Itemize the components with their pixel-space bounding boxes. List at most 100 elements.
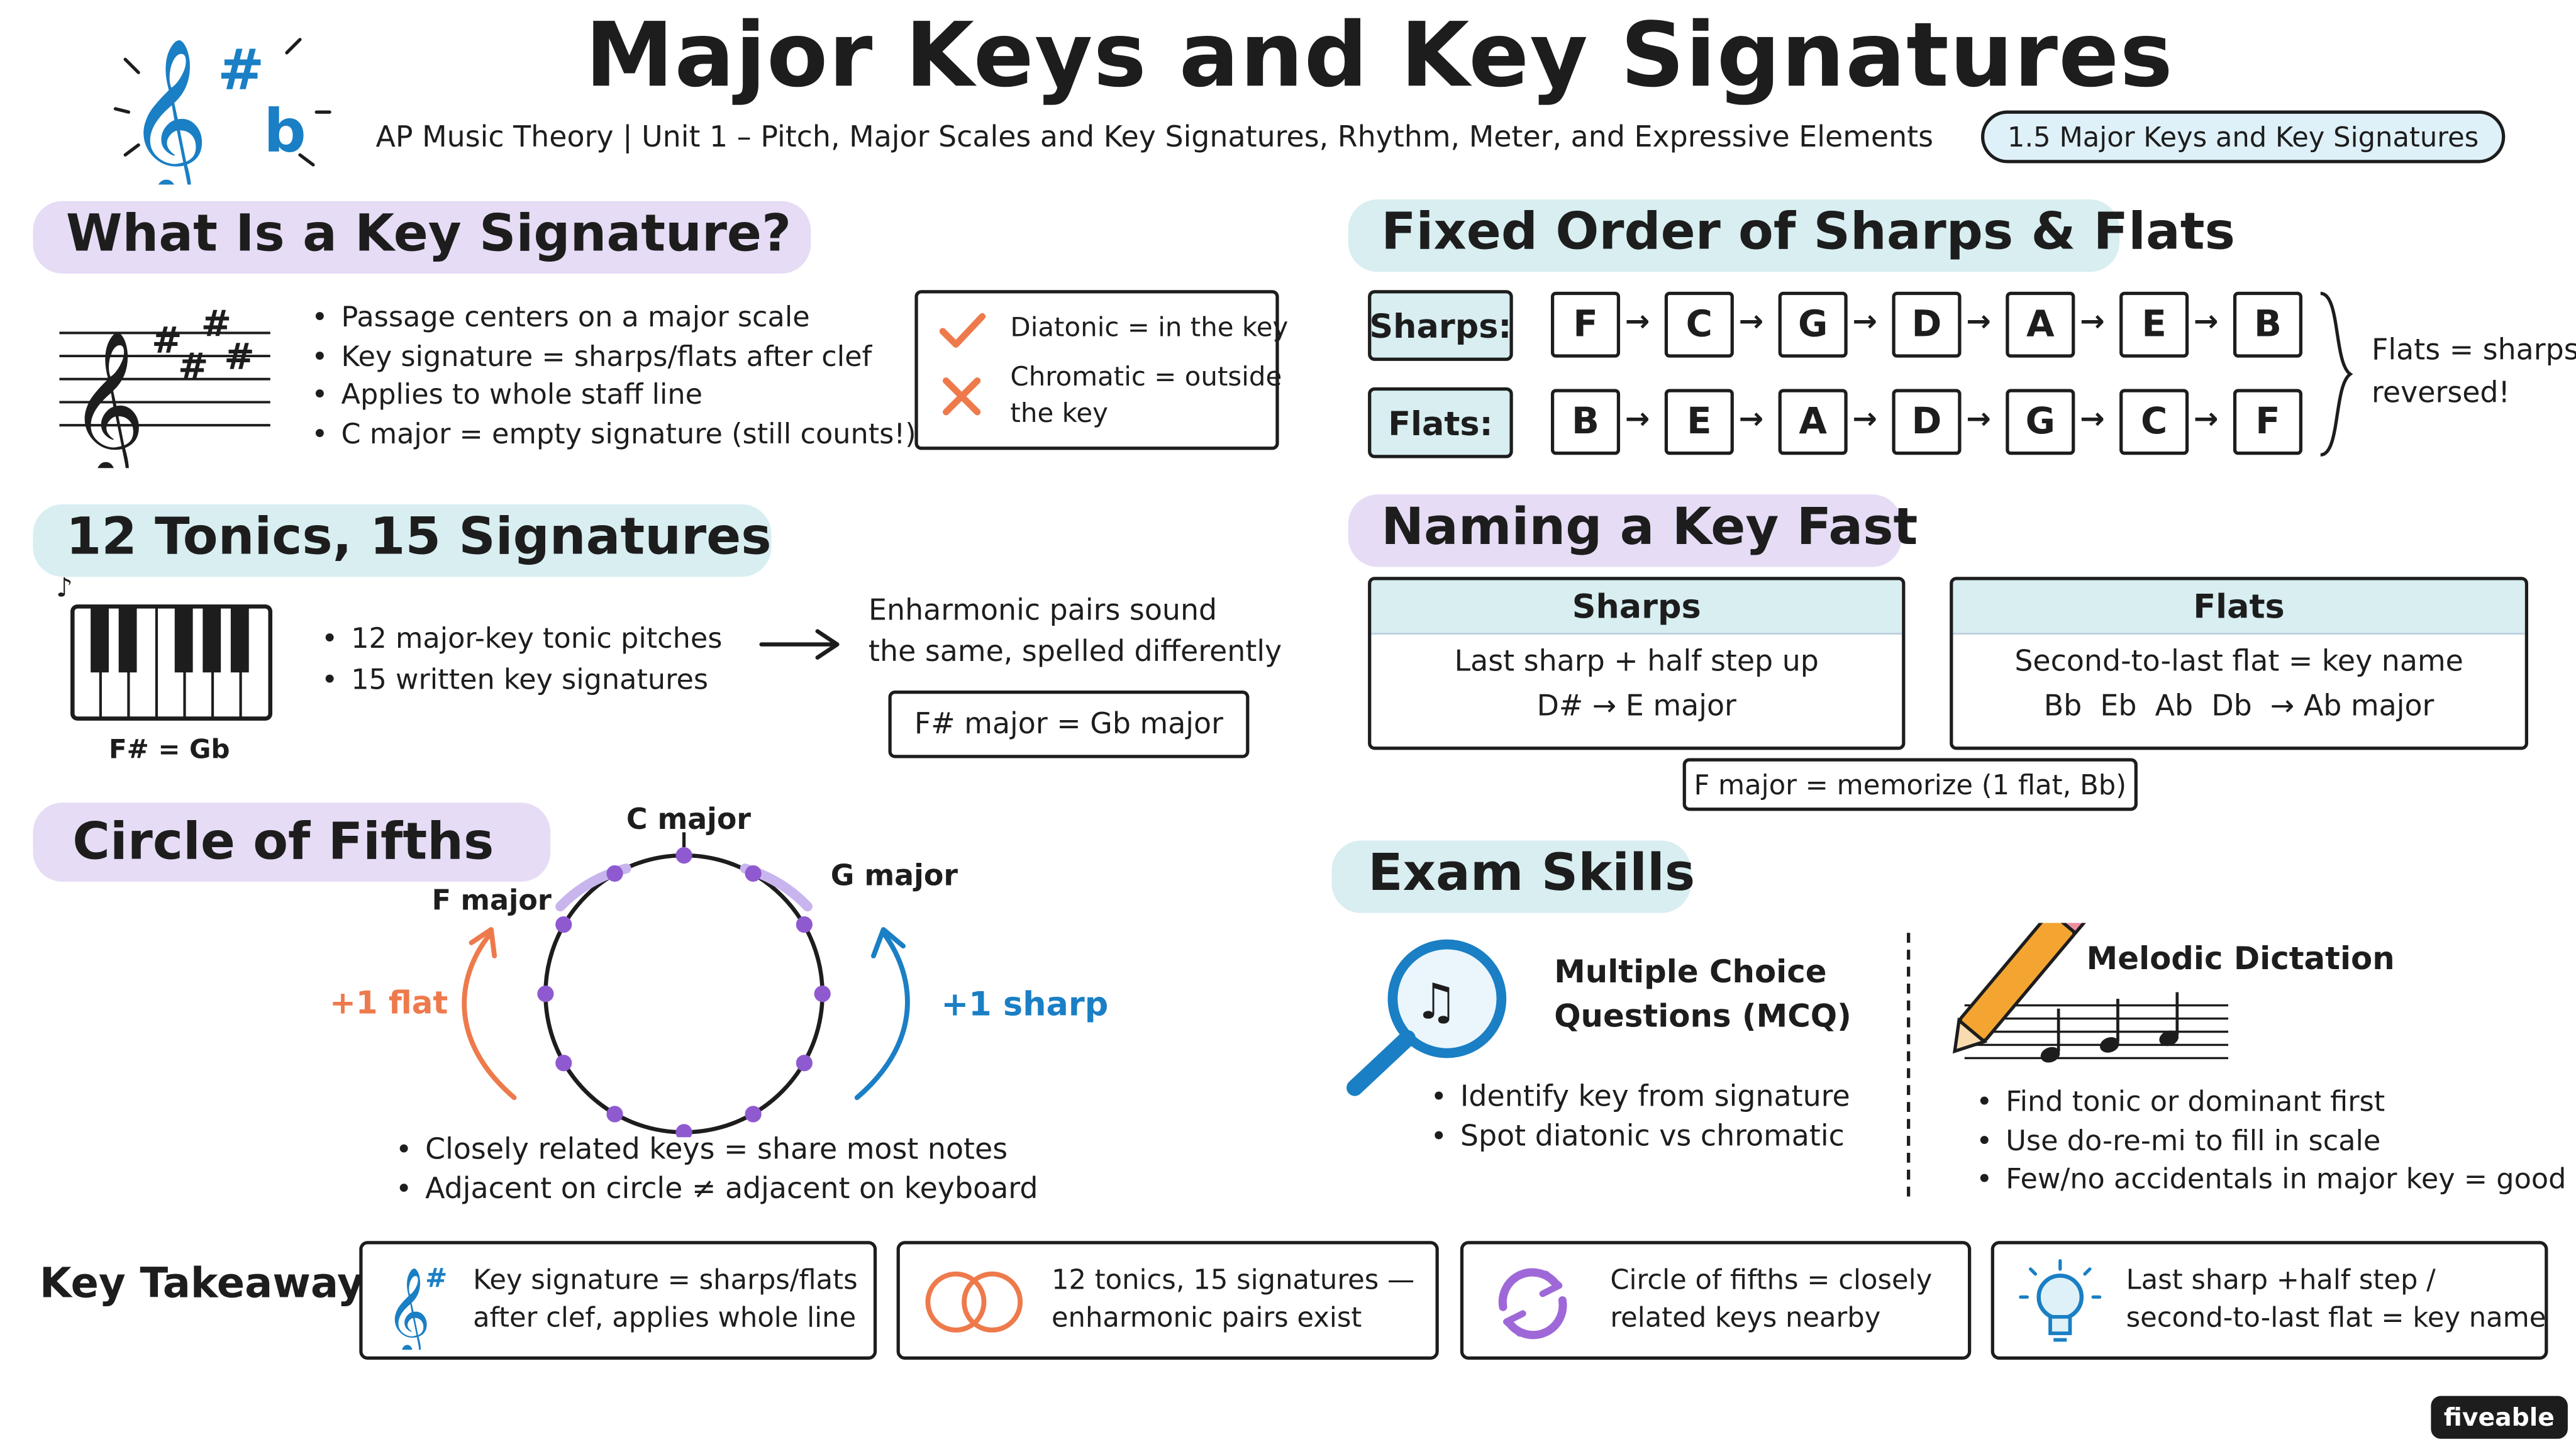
order-arrow: →: [1966, 304, 1991, 340]
brand-logo: fiveable: [2430, 1396, 2568, 1439]
chromatic-text-1: Chromatic = outside: [1010, 360, 1282, 392]
order-arrow: →: [1624, 402, 1650, 437]
takeaway-line-1: Key signature = sharps/flats: [473, 1264, 858, 1296]
takeaway-line-1: 12 tonics, 15 signatures —: [1051, 1264, 1415, 1296]
list-item: 15 written key signatures: [321, 661, 723, 702]
takeaway-line-2: enharmonic pairs exist: [1051, 1302, 1362, 1334]
naming-heading: Naming a Key Fast: [1381, 497, 1918, 557]
order-arrow: →: [1852, 402, 1878, 437]
plus-flat-label: +1 flat: [330, 985, 448, 1022]
mcq-title-line-1: Multiple Choice: [1554, 954, 1827, 991]
takeaway-line-2: second-to-last flat = key name: [2126, 1302, 2546, 1334]
svg-text:#: #: [425, 1263, 447, 1294]
naming-flats-title: Flats: [1953, 580, 2525, 635]
order-arrow: →: [1738, 402, 1764, 437]
cross-icon: [942, 377, 981, 416]
order-arrow: →: [1852, 304, 1878, 340]
right-arrow-icon: [759, 629, 840, 660]
flat-order-letter: A: [1778, 389, 1848, 455]
list-item: Applies to whole staff line: [311, 377, 916, 416]
order-heading: Fixed Order of Sharps & Flats: [1381, 203, 2236, 262]
flat-order-letter: G: [2006, 389, 2075, 455]
circle-of-fifths-diagram: [462, 832, 910, 1138]
order-arrow: →: [2194, 304, 2219, 340]
pencil-staff-icon: [1952, 923, 2229, 1063]
flats-note-line-1: Flats = sharps: [2372, 334, 2576, 368]
flat-order-letter: C: [2119, 389, 2189, 455]
order-arrow: →: [1738, 304, 1764, 340]
takeaway-line-2: after clef, applies whole line: [473, 1302, 857, 1334]
sharp-order-letter: A: [2006, 291, 2075, 358]
svg-text:#: #: [218, 38, 265, 103]
mcq-title-line-2: Questions (MCQ): [1554, 999, 1852, 1035]
sharp-order-letter: F: [1550, 291, 1621, 358]
list-item: Adjacent on circle ≠ adjacent on keyboar…: [396, 1170, 1038, 1210]
naming-sharps-example: D# → E major: [1536, 691, 1736, 724]
chromatic-text-2: the key: [1010, 397, 1108, 429]
takeaway-line-1: Last sharp +half step /: [2126, 1264, 2436, 1296]
checkmark-icon: [939, 313, 986, 348]
flats-row-label: Flats:: [1368, 387, 1513, 458]
list-item: Closely related keys = share most notes: [396, 1131, 1038, 1170]
svg-text:𝄞: 𝄞: [69, 330, 145, 468]
dictation-bullets: Find tonic or dominant first Use do-re-m…: [1976, 1084, 2576, 1201]
f-major-label: F major: [431, 885, 552, 918]
divider: [1907, 933, 1911, 1197]
tonics-heading: 12 Tonics, 15 Signatures: [65, 508, 772, 567]
naming-flats-rule: Second-to-last flat = key name: [2014, 646, 2463, 679]
key-signature-heading: What Is a Key Signature?: [65, 204, 792, 264]
g-major-label: G major: [830, 860, 958, 894]
overlapping-rings-icon: [925, 1271, 1023, 1333]
order-arrow: →: [1624, 304, 1650, 340]
diatonic-chromatic-box: Diatonic = in the key Chromatic = outsid…: [914, 290, 1288, 450]
list-item: Use do-re-mi to fill in scale: [1976, 1123, 2576, 1162]
key-signature-bullets: Passage centers on a major scale Key sig…: [311, 300, 916, 455]
sharp-order-letter: B: [2233, 291, 2302, 358]
circle-heading: Circle of Fifths: [72, 812, 494, 872]
svg-text:♪: ♪: [56, 572, 73, 603]
flats-reversed-note: Flats = sharps reversed!: [2372, 330, 2576, 415]
list-item: Spot diatonic vs chromatic: [1431, 1118, 1850, 1157]
list-item: Identify key from signature: [1431, 1078, 1850, 1118]
dictation-title: Melodic Dictation: [2086, 941, 2395, 978]
page-title: Major Keys and Key Signatures: [585, 3, 2174, 108]
svg-text:𝄞: 𝄞: [127, 36, 209, 184]
exam-heading: Exam Skills: [1368, 843, 1696, 904]
lightbulb-icon: [2019, 1259, 2102, 1342]
list-item: Find tonic or dominant first: [1976, 1084, 2576, 1123]
flat-order-letter: E: [1664, 389, 1734, 455]
flat-order-letter: D: [1892, 389, 1962, 455]
f-major-note: F major = memorize (1 flat, Bb): [1682, 758, 2138, 811]
mcq-bullets: Identify key from signature Spot diatoni…: [1431, 1078, 1850, 1157]
takeaway-line-1: Circle of fifths = closely: [1610, 1264, 1933, 1296]
naming-flats-example: Bb Eb Ab Db → Ab major: [2043, 691, 2434, 724]
heading-highlight: [1331, 840, 1691, 913]
naming-flats-box: Flats Second-to-last flat = key name Bb …: [1950, 577, 2529, 750]
takeaway-line-2: related keys nearby: [1610, 1302, 1881, 1334]
enharmonic-note: Enharmonic pairs sound the same, spelled…: [869, 592, 1282, 674]
sharps-row-label: Sharps:: [1368, 290, 1513, 361]
svg-text:#: #: [152, 319, 182, 362]
takeaways-label: Key Takeaways:: [39, 1259, 406, 1307]
flats-note-line-2: reversed!: [2372, 377, 2510, 411]
page-subtitle: AP Music Theory | Unit 1 – Pitch, Major …: [375, 121, 1934, 155]
heading-highlight: [1348, 199, 2120, 272]
cycle-arrows-icon: [1498, 1268, 1567, 1340]
treble-clef-icon: 𝄞 #: [386, 1263, 447, 1350]
order-arrow: →: [2194, 402, 2219, 437]
heading-highlight: [33, 201, 811, 274]
takeaway-card: 12 tonics, 15 signatures — enharmonic pa…: [896, 1241, 1439, 1360]
heading-highlight: [33, 802, 551, 882]
magnifying-glass-music-icon: ♫: [1346, 939, 1507, 1096]
topic-pill: 1.5 Major Keys and Key Signatures: [1980, 110, 2506, 164]
svg-text:#: #: [201, 303, 231, 345]
staff-key-signature-icon: 𝄞 # # # #: [59, 303, 270, 468]
takeaway-card: Circle of fifths = closely related keys …: [1460, 1241, 1972, 1360]
list-item: Few/no accidentals in major key = good s…: [1976, 1162, 2576, 1201]
list-item: C major = empty signature (still counts!…: [311, 416, 916, 455]
tonics-bullets: 12 major-key tonic pitches 15 written ke…: [321, 619, 723, 702]
heading-highlight: [1348, 494, 1902, 567]
flat-order-letter: F: [2233, 389, 2302, 455]
svg-text:𝄞: 𝄞: [386, 1267, 430, 1350]
